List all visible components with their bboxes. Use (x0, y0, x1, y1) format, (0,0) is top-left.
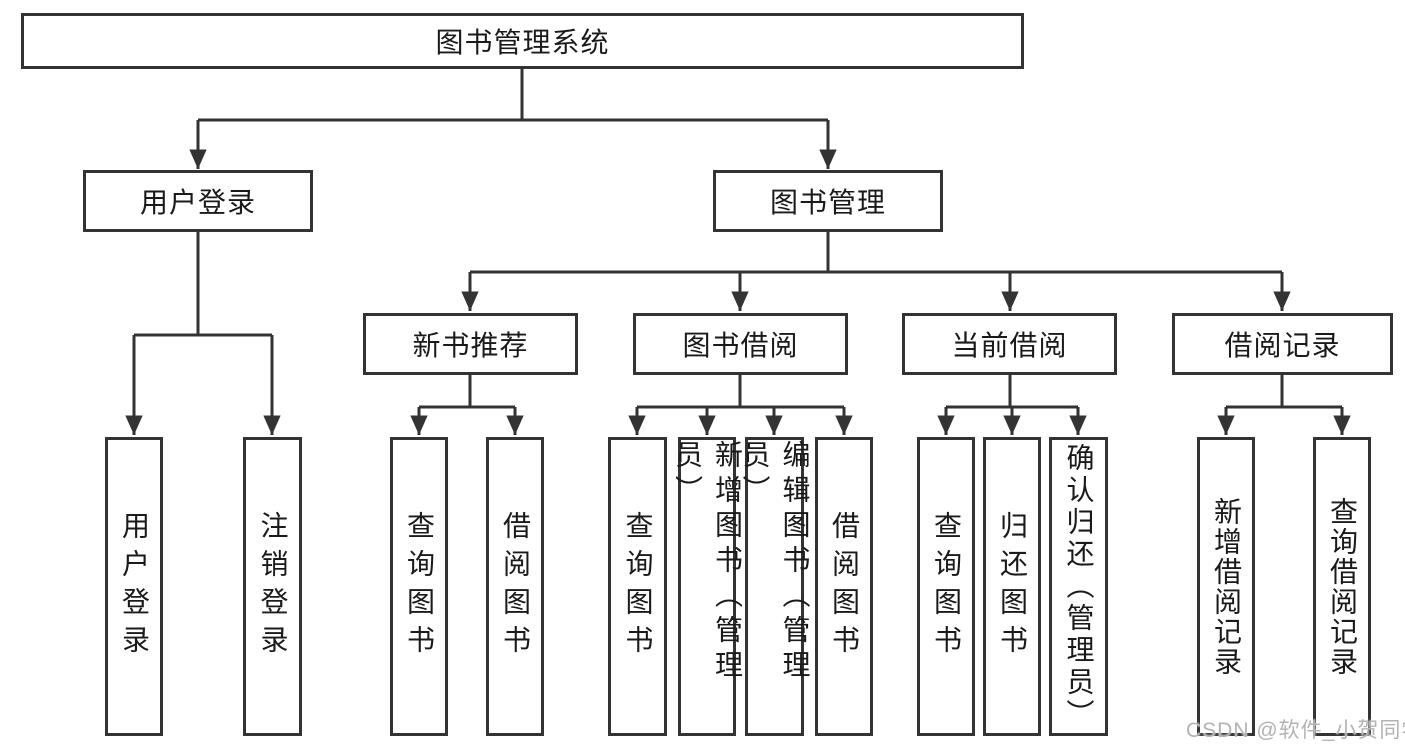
leaf-borrow-book-2: 借阅图书 (815, 437, 873, 736)
node-current-borrow: 当前借阅 (902, 313, 1117, 375)
leaf-edit-book-admin: 编辑图书（管理员） (740, 437, 811, 736)
leaf-confirm-return-admin: 确认归还（管理员） (1049, 437, 1108, 736)
csdn-watermark: CSDN @软件_小贺同学 (1186, 719, 1405, 742)
leaf-borrow-book-1: 借阅图书 (486, 437, 544, 736)
leaf-return-book: 归还图书 (983, 437, 1041, 736)
leaf-add-borrow-record: 新增借阅记录 (1197, 437, 1255, 736)
node-new-book-recommend: 新书推荐 (363, 313, 578, 375)
node-book-management: 图书管理 (713, 170, 943, 232)
leaf-logout: 注销登录 (243, 437, 302, 736)
node-borrow-records: 借阅记录 (1172, 313, 1393, 375)
leaf-user-login: 用户登录 (105, 437, 163, 736)
node-book-borrow: 图书借阅 (633, 313, 848, 375)
leaf-query-borrow-record: 查询借阅记录 (1313, 437, 1371, 736)
leaf-query-book-2: 查询图书 (608, 437, 667, 736)
leaf-query-book-3: 查询图书 (917, 437, 975, 736)
leaf-query-book-1: 查询图书 (390, 437, 448, 736)
leaf-add-book-admin: 新增图书（管理员） (672, 437, 743, 736)
branch-segments (134, 69, 1342, 409)
node-user-login: 用户登录 (83, 170, 313, 232)
node-root-system: 图书管理系统 (21, 13, 1024, 69)
